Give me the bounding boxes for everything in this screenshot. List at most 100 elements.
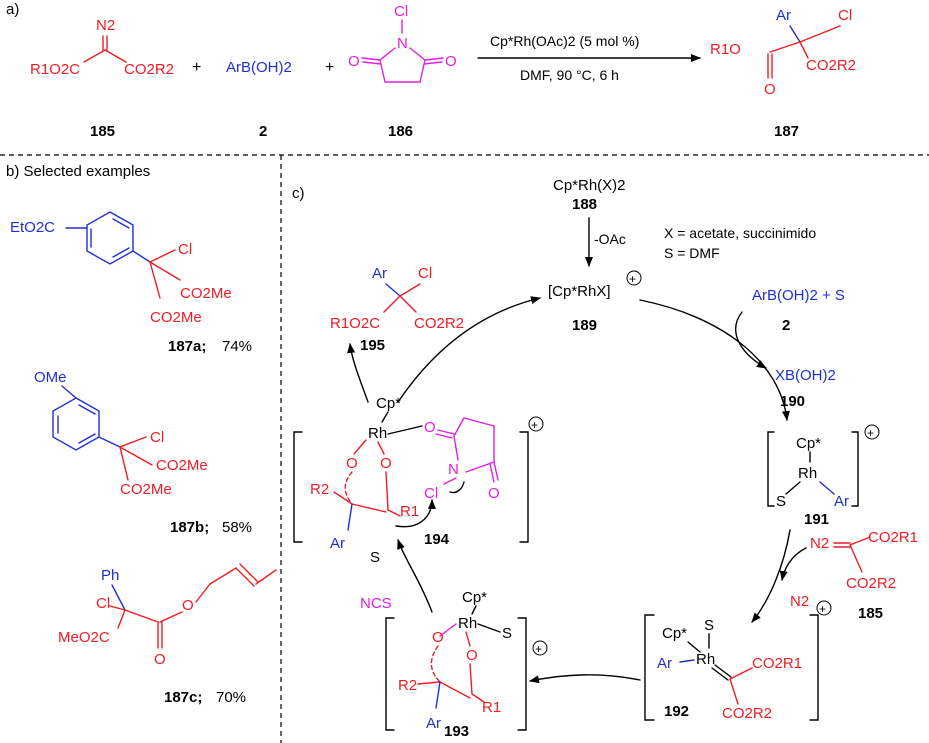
int-193-cp: Cp* xyxy=(462,589,487,606)
int-191-s: S xyxy=(776,493,786,510)
ex-a-co2me-2: CO2Me xyxy=(150,309,202,326)
int-193-r1: R1 xyxy=(482,699,501,716)
ex-a-yield: 74% xyxy=(222,338,252,355)
compound-id-190: 190 xyxy=(780,393,805,410)
plus-sign: + xyxy=(325,59,334,76)
panel-a-label: a) xyxy=(6,1,19,18)
diazo-185-co2r2: CO2R2 xyxy=(846,575,896,592)
int-192-co2r1: CO2R1 xyxy=(752,655,802,672)
reagent-2-label: ArB(OH)2 + S xyxy=(752,287,845,304)
s-out: S xyxy=(370,549,380,566)
ex-c-cl: Cl xyxy=(96,595,110,612)
active-catalyst-189: [Cp*RhX] + 189 xyxy=(548,270,642,334)
intermediate-193: + Cp* Rh S O O R2 R1 Ar 193 xyxy=(385,589,548,740)
int-192-co2r2: CO2R2 xyxy=(722,705,772,722)
product-195-left: R1O2C xyxy=(330,315,380,332)
int-194-n: N xyxy=(448,461,459,478)
int-193-rh: Rh xyxy=(458,615,477,632)
charge-194: + xyxy=(531,418,538,432)
int-194-cp: Cp* xyxy=(376,395,401,412)
ex-a-substituent: EtO2C xyxy=(10,219,55,236)
int-192-cp: Cp* xyxy=(662,625,687,642)
int-194-cl: Cl xyxy=(424,485,438,502)
int-194-ar: Ar xyxy=(330,535,345,552)
product-195-right: CO2R2 xyxy=(414,315,464,332)
conditions-label: DMF, 90 °C, 6 h xyxy=(520,67,619,83)
compound-id-188: 188 xyxy=(572,196,597,213)
diazo-185-n2: N2 xyxy=(810,535,829,552)
int-191-ar: Ar xyxy=(834,493,849,510)
product-187: Ar Cl R1O O CO2R2 187 xyxy=(710,7,856,140)
byproduct-190: XB(OH)2 xyxy=(775,367,836,384)
diazo-185-in: N2 CO2R1 CO2R2 185 xyxy=(810,529,918,622)
panel-c-label: c) xyxy=(292,185,305,202)
ex-c-o-carbonyl: O xyxy=(154,651,166,668)
ex-c-o-ester: O xyxy=(182,597,194,614)
legend-x: X = acetate, succinimido xyxy=(664,225,816,241)
compound-id-192: 192 xyxy=(664,703,689,720)
ex-a-co2me-1: CO2Me xyxy=(180,285,232,302)
product-cl-label: Cl xyxy=(838,7,852,24)
int-194-o3: O xyxy=(380,455,392,472)
aryl-boronic-acid-2: ArB(OH)2 2 xyxy=(226,59,292,140)
diazo-left-ester: R1O2C xyxy=(30,61,80,78)
example-187b: OMe Cl CO2Me CO2Me 187b; 58% xyxy=(34,369,252,536)
compound-id-189: 189 xyxy=(572,317,597,334)
example-187c: Ph Cl MeO2C O O 187c; 70% xyxy=(58,563,277,706)
ex-c-id: 187c; xyxy=(164,689,202,706)
ncs-cl-label: Cl xyxy=(394,3,408,20)
ex-a-cl: Cl xyxy=(178,241,192,258)
ncs-o-right: O xyxy=(445,53,457,70)
ex-b-co2me-1: CO2Me xyxy=(156,457,208,474)
charge-189: + xyxy=(629,272,636,286)
compound-id-191: 191 xyxy=(804,511,829,528)
precatalyst-188: Cp*Rh(X)2 188 -OAc xyxy=(553,177,626,267)
plus-sign: + xyxy=(192,59,201,76)
reaction-arrow: Cp*Rh(OAc)2 (5 mol %) DMF, 90 °C, 6 h xyxy=(477,33,701,83)
diazo-n2-label: N2 xyxy=(96,17,115,34)
ncs-in: NCS xyxy=(360,595,392,612)
int-193-s: S xyxy=(502,625,512,642)
compound-id-187: 187 xyxy=(774,123,799,140)
diazo-185-co2r1: CO2R1 xyxy=(868,529,918,546)
cation-189-formula: [Cp*RhX] xyxy=(548,283,611,300)
ex-b-cl: Cl xyxy=(150,429,164,446)
ex-b-substituent: OMe xyxy=(34,369,67,386)
charge-192: + xyxy=(819,602,826,616)
product-ar-label: Ar xyxy=(776,7,791,24)
intermediate-191: + Cp* Rh S Ar 191 xyxy=(767,424,880,528)
product-195-ar: Ar xyxy=(372,265,387,282)
int-194-o4: O xyxy=(488,485,500,502)
ncs-o-left: O xyxy=(348,53,360,70)
compound-id-185-c: 185 xyxy=(858,605,883,622)
ex-c-yield: 70% xyxy=(216,689,246,706)
int-194-o1: O xyxy=(424,419,436,436)
n-chlorosuccinimide-186: Cl N O O 186 xyxy=(348,3,457,140)
ex-a-id: 187a; xyxy=(168,338,206,355)
intermediate-194: + Cp* Rh O N O Cl O O R2 R1 Ar 194 xyxy=(293,395,544,552)
int-191-cp: Cp* xyxy=(796,435,821,452)
compound-id-193: 193 xyxy=(444,723,469,740)
compound-id-2: 2 xyxy=(259,123,267,140)
int-194-o2: O xyxy=(346,455,358,472)
int-193-r2: R2 xyxy=(398,677,417,694)
int-192-rh: Rh xyxy=(696,651,715,668)
int-193-o2: O xyxy=(466,647,478,664)
int-194-rh: Rh xyxy=(368,425,387,442)
int-193-o1: O xyxy=(432,629,444,646)
product-195: Ar Cl R1O2C CO2R2 195 xyxy=(330,265,464,354)
example-187a: EtO2C Cl CO2Me CO2Me 187a; 74% xyxy=(10,211,252,355)
legend-s: S = DMF xyxy=(664,245,720,261)
ex-b-yield: 58% xyxy=(222,519,252,536)
compound-id-186: 186 xyxy=(388,123,413,140)
int-193-ar: Ar xyxy=(426,715,441,732)
compound-id-185: 185 xyxy=(90,123,115,140)
precatalyst-formula: Cp*Rh(X)2 xyxy=(553,177,626,194)
diazo-malonate-185: N2 R1O2C CO2R2 185 xyxy=(30,17,174,140)
ex-c-meo2c: MeO2C xyxy=(58,629,110,646)
panel-b-label: b) Selected examples xyxy=(6,163,150,180)
ex-b-id: 187b; xyxy=(170,519,209,536)
int-191-rh: Rh xyxy=(798,465,817,482)
n2-released: N2 xyxy=(790,593,809,610)
